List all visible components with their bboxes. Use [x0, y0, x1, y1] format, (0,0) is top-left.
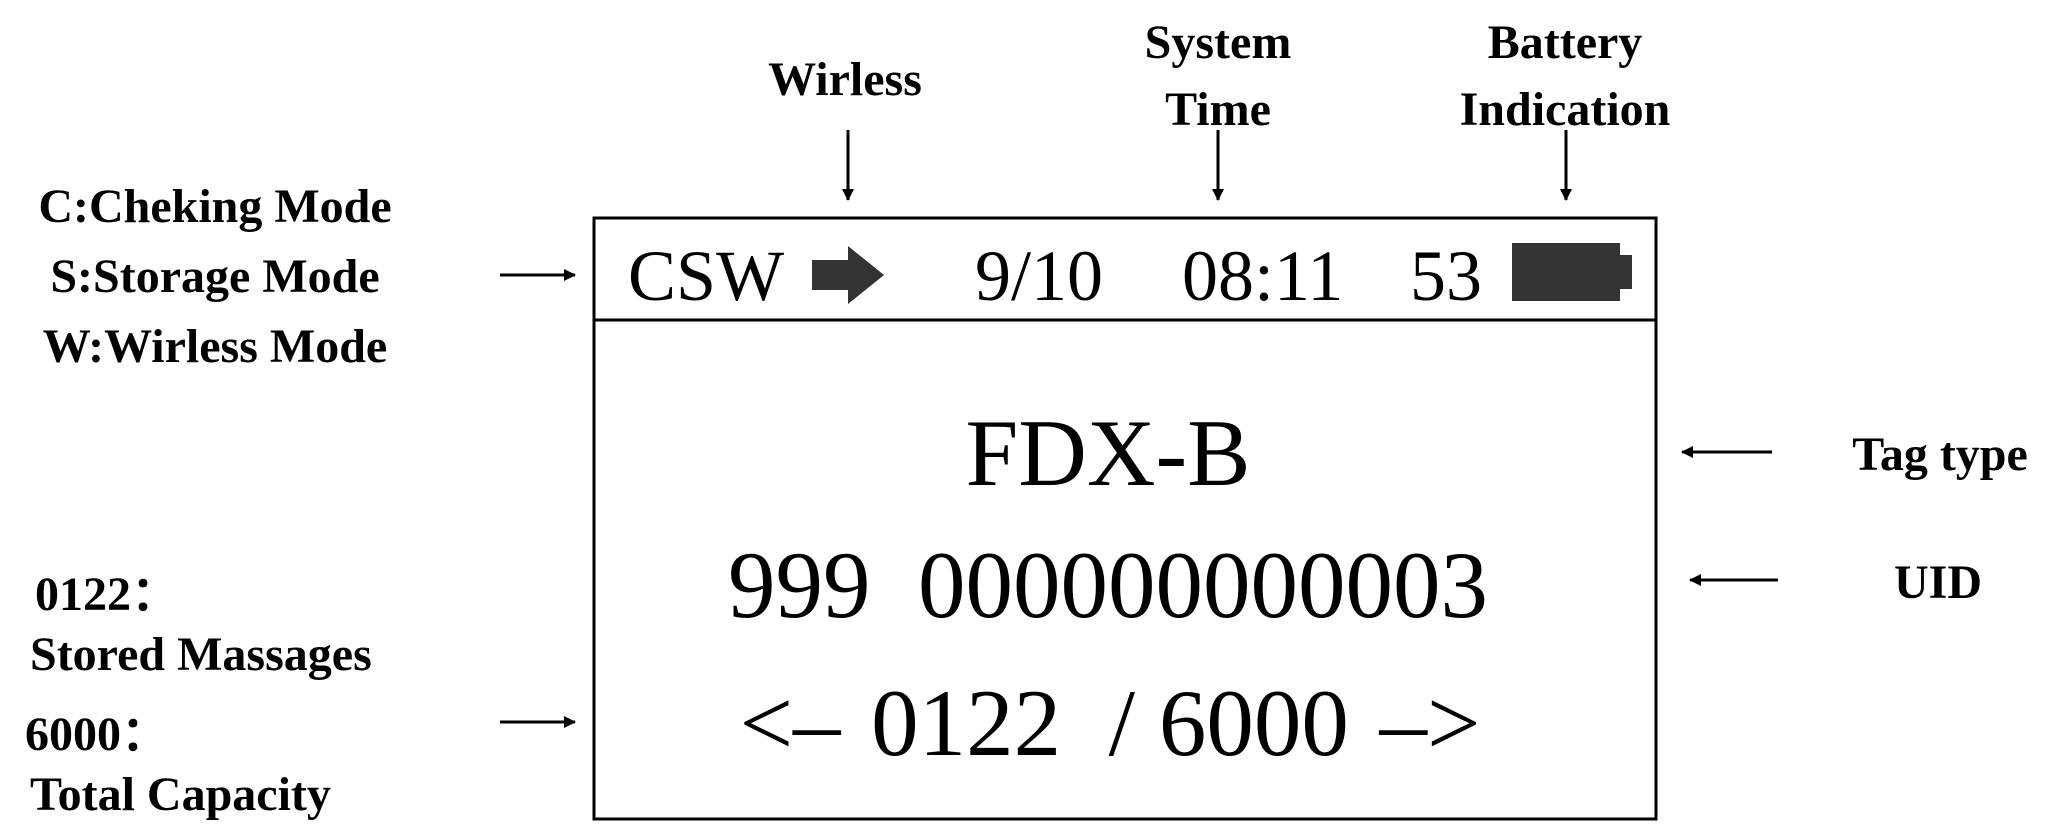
- record-counter: 0122 / 6000: [871, 670, 1349, 776]
- nav-prev-indicator: <–: [739, 670, 842, 776]
- nav-next-indicator: –>: [1378, 670, 1480, 776]
- status-date: 9/10: [975, 236, 1103, 316]
- capacity-callout-line2: Total Capacity: [30, 768, 331, 821]
- uid-callout: UID: [1894, 556, 1982, 609]
- battery-level: 53: [1410, 236, 1482, 316]
- battery-icon: [1512, 243, 1632, 301]
- arrow-right-icon: [812, 246, 884, 304]
- wireless-callout: Wirless: [768, 53, 922, 106]
- battery-callout-line1: Battery: [1488, 16, 1643, 69]
- tag-type-display: FDX-B: [965, 400, 1250, 506]
- mode-callout-checking: C:Cheking Mode: [38, 180, 391, 233]
- mode-indicator: CSW: [628, 236, 784, 316]
- stored-callout-line2: Stored Massages: [30, 628, 372, 681]
- stored-callout-line1: 0122：: [35, 568, 179, 621]
- mode-callout-wireless: W:Wirless Mode: [43, 320, 387, 373]
- system-time-callout-line1: System: [1145, 16, 1292, 69]
- uid-display: 999 000000000003: [728, 532, 1488, 638]
- status-time: 08:11: [1182, 236, 1343, 316]
- capacity-callout-line1: 6000：: [25, 708, 169, 761]
- system-time-callout-line2: Time: [1165, 83, 1271, 136]
- lcd-screen-frame: [592, 216, 1658, 821]
- tag-type-callout: Tag type: [1852, 428, 2028, 481]
- mode-callout-storage: S:Storage Mode: [50, 250, 379, 303]
- battery-callout-line2: Indication: [1460, 83, 1671, 136]
